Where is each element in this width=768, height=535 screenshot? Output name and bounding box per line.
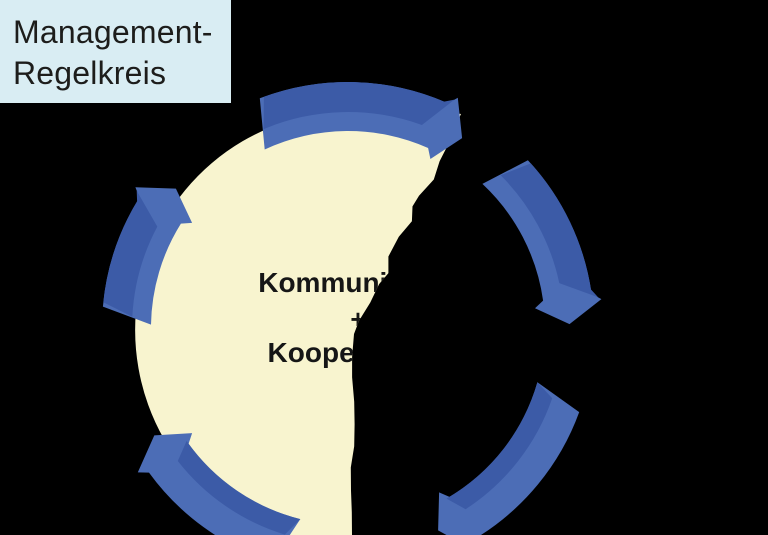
- arrow-top-face: [446, 382, 553, 510]
- center-label-line-1: Kommunikation: [258, 267, 470, 298]
- title-line-1: Management-: [13, 14, 213, 50]
- center-label-line-2: Kooperation: [268, 337, 433, 368]
- arrow-top-face: [263, 82, 455, 130]
- cycle-arrows: [102, 81, 602, 535]
- cycle-arrow-upper-left: [102, 187, 193, 325]
- cycle-arrow-top: [259, 81, 463, 159]
- arrow-top-face: [177, 441, 301, 535]
- title-box: Management- Regelkreis: [0, 0, 231, 103]
- cycle-disc: [135, 109, 461, 535]
- arrow-top-face: [103, 190, 158, 317]
- cycle-arrow-lower-left: [137, 433, 301, 535]
- cycle-arrow-lower-right: [438, 382, 580, 535]
- center-label-operator: +: [350, 304, 365, 334]
- arrow-top-face: [500, 163, 599, 298]
- cycle-arrow-upper-right: [482, 160, 602, 325]
- title-line-2: Regelkreis: [13, 55, 167, 91]
